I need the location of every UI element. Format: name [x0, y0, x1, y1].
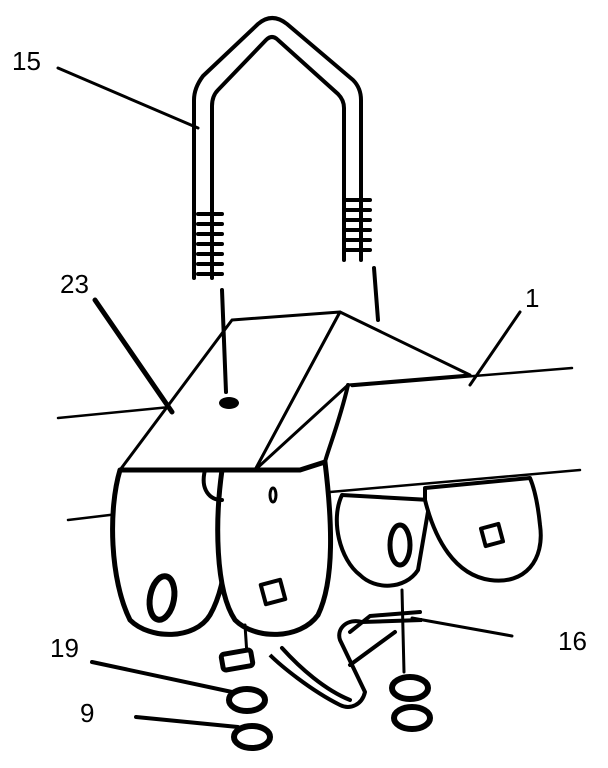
label-clip: 16	[558, 626, 587, 656]
part-labels: 15 23 1 16 19 9	[12, 46, 587, 728]
rear-bracket-plates	[334, 476, 543, 588]
label-bracket: 23	[60, 269, 89, 299]
u-bolt-left-threads	[196, 212, 224, 276]
label-nut: 9	[80, 698, 94, 728]
label-washer: 19	[50, 633, 79, 663]
u-bolt-right-threads	[344, 198, 372, 252]
label-cross-member: 1	[525, 283, 539, 313]
leader-lines	[56, 66, 522, 729]
clip	[268, 610, 423, 709]
label-u-bolt: 15	[12, 46, 41, 76]
u-bolt	[192, 16, 380, 394]
washers-and-nuts	[218, 588, 433, 751]
bracket	[110, 310, 472, 637]
